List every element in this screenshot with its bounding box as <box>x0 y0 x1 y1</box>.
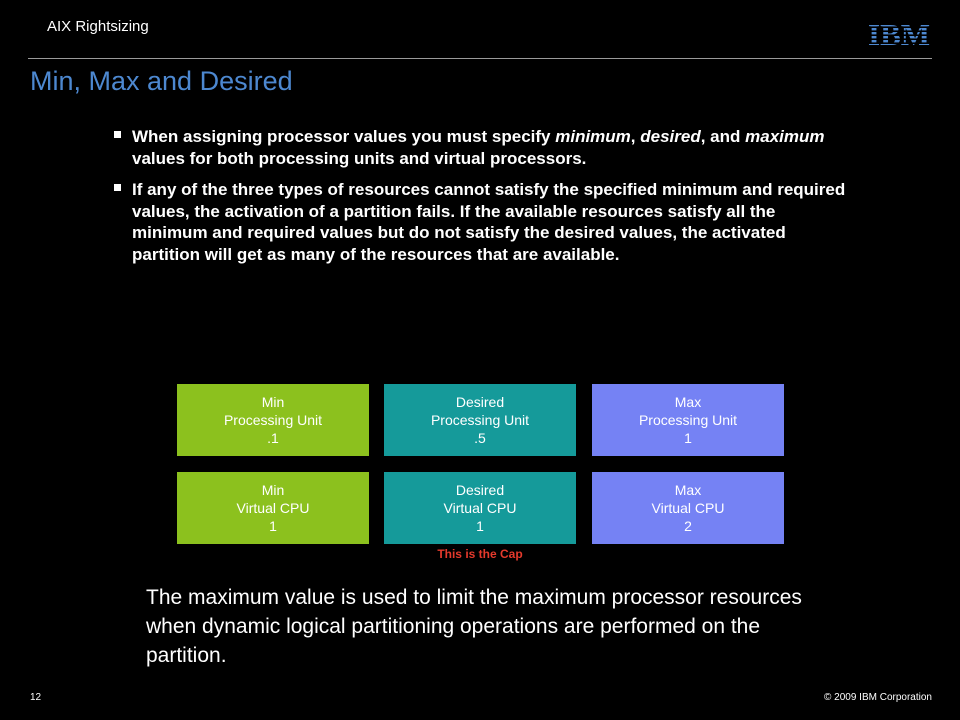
ibm-logo-text: IBM <box>868 20 930 48</box>
box-resource: Virtual CPU <box>651 500 725 516</box>
bullet-list: When assigning processor values you must… <box>114 126 854 275</box>
slide-title: Min, Max and Desired <box>30 66 293 96</box>
desired-virtual-cpu-box: Desired Virtual CPU 1 <box>384 472 576 544</box>
box-value: .5 <box>474 430 486 446</box>
summary-text: The maximum value is used to limit the m… <box>146 586 802 667</box>
bullet-text-part: , <box>630 127 641 146</box>
box-resource: Processing Unit <box>638 412 738 428</box>
header-section-label: AIX Rightsizing <box>47 18 149 35</box>
box-label: Max <box>674 482 702 498</box>
bullet-item: When assigning processor values you must… <box>114 126 854 169</box>
bullet-text-part: , and <box>700 127 746 146</box>
bullet-square-icon <box>114 131 121 138</box>
box-value: 1 <box>269 518 277 534</box>
box-resource: Processing Unit <box>223 412 323 428</box>
bullet-text-part: values for both processing units and vir… <box>132 148 587 168</box>
bullet-text-italic: minimum <box>555 127 631 146</box>
max-processing-unit-box: Max Processing Unit 1 <box>592 384 784 456</box>
box-label: Min <box>261 482 285 498</box>
box-resource: Processing Unit <box>430 412 530 428</box>
bullet-text: If any of the three types of resources c… <box>132 180 846 264</box>
min-virtual-cpu-box: Min Virtual CPU 1 <box>177 472 369 544</box>
bullet-text-part: When assigning processor values you must… <box>132 127 556 146</box>
ibm-logo: IBM <box>866 17 932 53</box>
header-divider <box>28 58 932 59</box>
box-label: Min <box>261 394 285 410</box>
box-value: 1 <box>684 430 692 446</box>
box-value: 1 <box>476 518 484 534</box>
desired-processing-unit-box: Desired Processing Unit .5 <box>384 384 576 456</box>
box-label: Max <box>674 394 702 410</box>
bullet-text-italic: maximum <box>745 127 825 146</box>
ibm-logo-icon: IBM <box>868 17 930 52</box>
max-virtual-cpu-box: Max Virtual CPU 2 <box>592 472 784 544</box>
min-processing-unit-box: Min Processing Unit .1 <box>177 384 369 456</box>
box-value: .1 <box>267 430 279 446</box>
page-number: 12 <box>30 692 42 703</box>
box-label: Desired <box>455 482 505 498</box>
bullet-text-italic: desired <box>640 127 701 146</box>
box-value: 2 <box>684 518 692 534</box>
box-resource: Virtual CPU <box>443 500 517 516</box>
box-label: Desired <box>455 394 505 410</box>
cap-annotation: This is the Cap <box>437 547 523 561</box>
copyright-notice: © 2009 IBM Corporation <box>824 692 932 703</box>
bullet-item: If any of the three types of resources c… <box>114 179 854 265</box>
bullet-square-icon <box>114 184 121 191</box>
box-resource: Virtual CPU <box>236 500 310 516</box>
